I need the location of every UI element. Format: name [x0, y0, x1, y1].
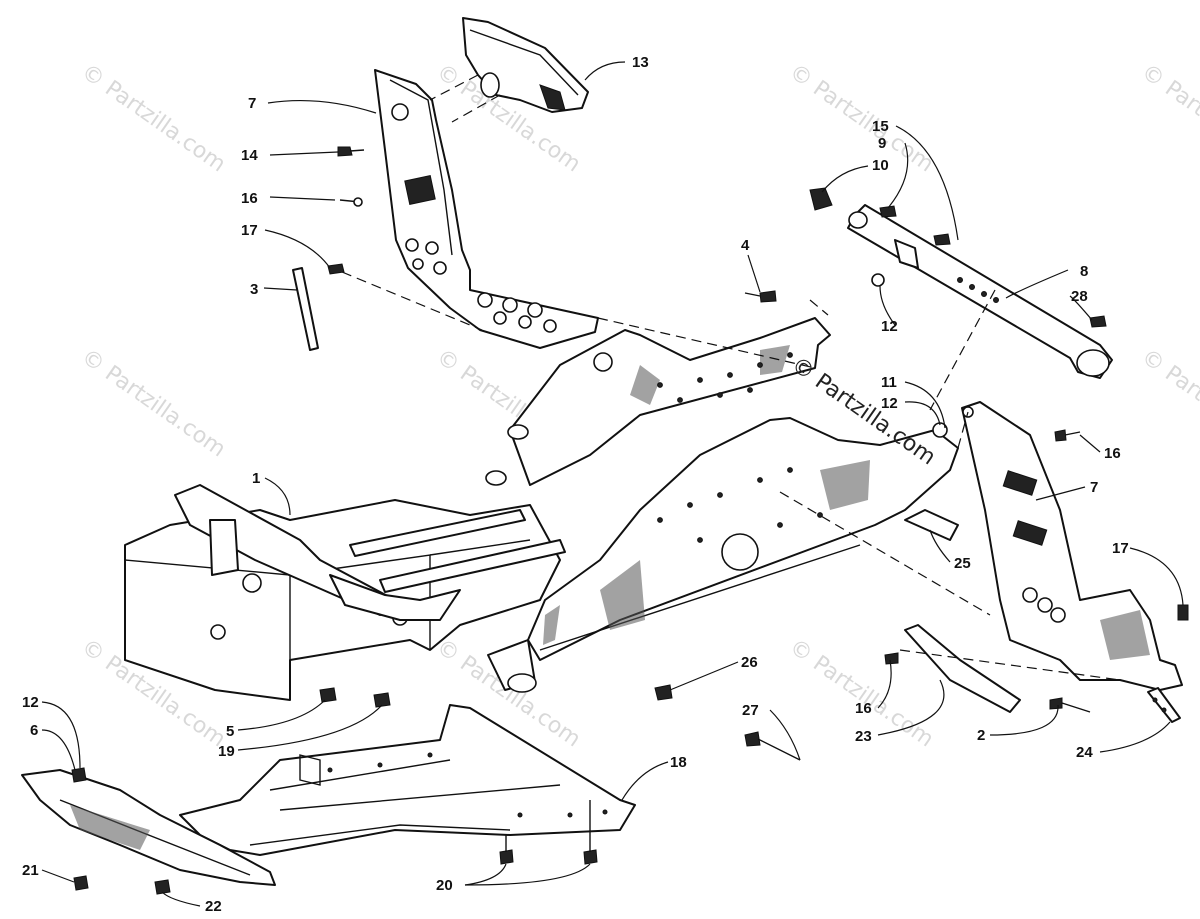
watermark: © Partzilla.com [1137, 59, 1200, 177]
callout-16: 16 [1104, 445, 1121, 462]
callout-5: 5 [226, 723, 234, 740]
callout-17: 17 [1112, 540, 1129, 557]
callout-27: 27 [742, 702, 759, 719]
callout-28: 28 [1071, 288, 1088, 305]
part-7-lower-support [932, 401, 1183, 691]
callout-14: 14 [241, 147, 258, 164]
callout-13: 13 [632, 54, 649, 71]
part-23-brace [904, 624, 1181, 723]
watermark: © Partzilla.com [785, 59, 938, 177]
callout-16: 16 [241, 190, 258, 207]
watermark: © Partzilla.com [77, 59, 230, 177]
callout-17: 17 [241, 222, 258, 239]
callout-2: 2 [977, 727, 985, 744]
bottom-fasteners [71, 767, 598, 895]
callout-3: 3 [250, 281, 258, 298]
callout-11: 11 [881, 374, 897, 391]
callout-6: 6 [30, 722, 38, 739]
watermark: © Partzilla.com [77, 344, 230, 462]
callout-labels: 13 7 14 16 17 3 15 9 10 4 8 28 12 11 12 … [22, 54, 1129, 915]
watermark: © Partzilla.com [1137, 344, 1200, 462]
callout-7: 7 [1090, 479, 1098, 496]
callout-19: 19 [218, 743, 235, 760]
part-8-cross-tube [809, 187, 1113, 379]
callout-7: 7 [248, 95, 256, 112]
callout-22: 22 [205, 898, 222, 915]
callout-1: 1 [252, 470, 260, 487]
leader-lines [41, 61, 1184, 907]
part-18-belly-pan [179, 704, 636, 856]
callout-4: 4 [741, 237, 750, 254]
callout-23: 23 [855, 728, 872, 745]
callout-26: 26 [741, 654, 758, 671]
part-25 [904, 509, 959, 541]
callout-15: 15 [872, 118, 889, 135]
callout-20: 20 [436, 877, 453, 894]
small-fasteners [319, 290, 1189, 761]
callout-8: 8 [1080, 263, 1088, 280]
callout-16: 16 [855, 700, 872, 717]
rivet-holes [657, 352, 823, 543]
alignment-lines [341, 74, 1121, 681]
part-6-bumper [21, 769, 276, 886]
callout-21: 21 [22, 862, 39, 879]
callout-12: 12 [881, 395, 898, 412]
part-13-bracket [462, 17, 589, 113]
callout-24: 24 [1076, 744, 1093, 761]
callout-12: 12 [881, 318, 898, 335]
callout-10: 10 [872, 157, 889, 174]
upper-fasteners [292, 146, 365, 351]
part-1-main-frame [124, 317, 959, 701]
callout-18: 18 [670, 754, 687, 771]
callout-12: 12 [22, 694, 39, 711]
callout-9: 9 [878, 135, 886, 152]
callout-25: 25 [954, 555, 971, 572]
